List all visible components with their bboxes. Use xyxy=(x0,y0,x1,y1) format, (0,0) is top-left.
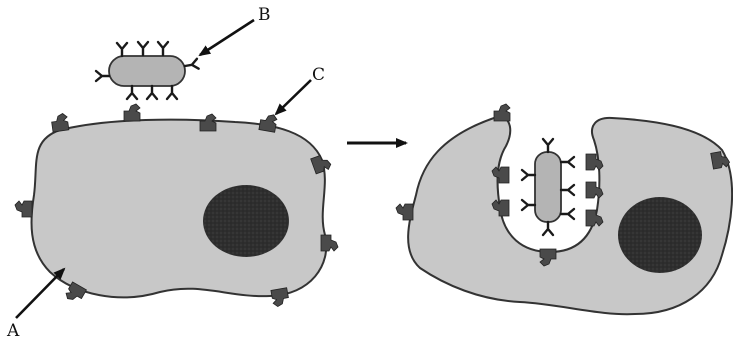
receptor xyxy=(396,204,413,220)
antibody xyxy=(184,59,199,71)
antibody xyxy=(522,200,535,210)
antibody xyxy=(561,157,574,167)
bacterium xyxy=(109,56,185,86)
receptor xyxy=(124,104,140,121)
label-c: C xyxy=(312,65,325,85)
receptor xyxy=(51,113,69,132)
left-phagocyte xyxy=(15,104,338,307)
callout-c: C xyxy=(276,65,325,114)
antibody xyxy=(543,222,553,235)
opsonized-bacterium xyxy=(96,42,199,99)
antibody xyxy=(522,170,535,180)
antibody xyxy=(543,139,553,152)
antibody xyxy=(158,42,168,55)
receptor xyxy=(15,201,32,217)
left-nucleus xyxy=(203,185,289,257)
right-phagocyte xyxy=(396,104,732,314)
receptor xyxy=(200,114,216,131)
receptor xyxy=(271,288,290,308)
antibody xyxy=(138,42,148,55)
receptor xyxy=(321,235,338,251)
receptor xyxy=(259,113,278,133)
antibody xyxy=(561,209,574,219)
antibody xyxy=(147,86,157,99)
callout-arrow-c xyxy=(276,80,311,114)
antibody xyxy=(127,86,137,99)
callout-arrow-b xyxy=(200,20,254,55)
right-nucleus xyxy=(618,197,702,273)
engulfed-bacterium xyxy=(535,152,561,222)
label-a: A xyxy=(6,321,20,340)
antibody xyxy=(167,86,177,99)
antibody xyxy=(561,185,574,195)
receptor xyxy=(494,104,510,121)
label-b: B xyxy=(258,5,271,25)
antibody xyxy=(96,71,109,81)
antibody xyxy=(117,43,127,56)
callout-a: A xyxy=(6,269,64,340)
callout-b: B xyxy=(200,5,271,55)
callout-arrow-a xyxy=(16,269,64,318)
